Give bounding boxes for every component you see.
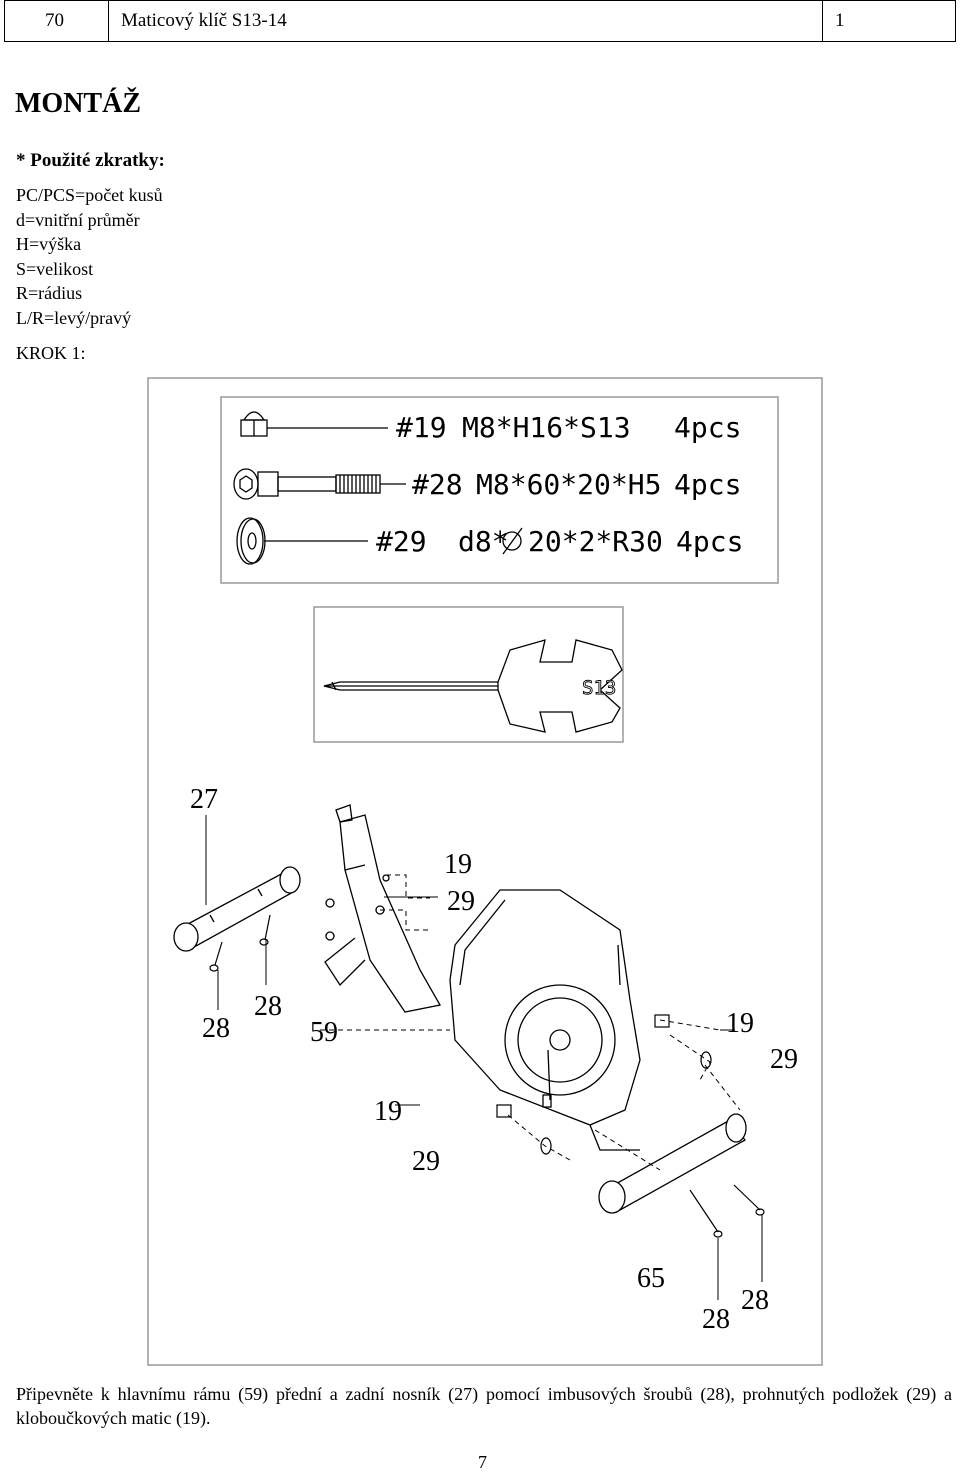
- instruction-text: Připevněte k hlavnímu rámu (59) přední a…: [16, 1384, 952, 1428]
- abbr-item: d=vnitřní průměr: [16, 209, 140, 230]
- bolt-28: [209, 914, 271, 972]
- header-table: 70 Maticový klíč S13-14 1: [4, 0, 956, 42]
- cap-nut-icon: [240, 411, 388, 437]
- callout-28: 28: [254, 991, 282, 1022]
- header-product: Maticový klíč S13-14: [109, 1, 823, 41]
- abbr-item: L/R=levý/pravý: [16, 307, 132, 328]
- cap-nut-19: [496, 1014, 670, 1118]
- callout-65: 65: [637, 1263, 665, 1294]
- callout-19: 19: [374, 1096, 402, 1127]
- callout-28: 28: [702, 1304, 730, 1335]
- part-29-code: #29: [376, 525, 427, 558]
- part-28-qty: 4pcs: [674, 468, 741, 501]
- header-sheet: 1: [835, 10, 845, 31]
- allen-bolt-icon: [233, 468, 406, 500]
- parts-box: [220, 396, 779, 584]
- main-frame: [324, 804, 442, 1013]
- abbr-item: R=rádius: [16, 283, 83, 303]
- curved-washer-icon: [236, 517, 368, 565]
- callout-29: 29: [770, 1044, 798, 1075]
- callout-28: 28: [202, 1013, 230, 1044]
- callout-19: 19: [444, 849, 472, 880]
- abbr-item: H=výška: [16, 234, 82, 254]
- assembly-guides: [320, 874, 741, 1171]
- part-19-code: #19: [396, 411, 447, 444]
- bolt-28: [689, 1184, 765, 1238]
- callout-59: 59: [310, 1017, 338, 1048]
- part-28-code: #28: [412, 468, 463, 501]
- part-29-spec: d8*: [458, 525, 509, 558]
- part-29-qty: 4pcs: [676, 525, 743, 558]
- abbreviations-list: PC/PCS=počet kusů d=vnitřní průměr H=výš…: [16, 183, 163, 330]
- washer-29: [540, 1051, 712, 1155]
- abbreviations-heading: * Použité zkratky:: [16, 150, 165, 171]
- diameter-icon: [502, 527, 523, 555]
- part-19-spec: M8*H16*S13: [462, 411, 631, 444]
- tool-size-label: S13: [582, 677, 616, 699]
- part-28-spec: M8*60*20*H5: [476, 468, 661, 501]
- page-number: 7: [478, 1452, 487, 1472]
- callout-29: 29: [412, 1146, 440, 1177]
- abbr-item: PC/PCS=počet kusů: [16, 185, 163, 205]
- wrench-tool-icon: [323, 639, 623, 733]
- diagram-frame: [147, 377, 823, 1366]
- callout-19: 19: [726, 1008, 754, 1039]
- tool-box: [313, 606, 624, 743]
- rear-stabilizer: [173, 866, 301, 952]
- header-page: 70: [5, 1, 109, 41]
- step-label: KROK 1:: [16, 343, 86, 363]
- flywheel-housing: [449, 889, 641, 1151]
- part-19-qty: 4pcs: [674, 411, 741, 444]
- leader-lines: [205, 815, 763, 1300]
- page-title: MONTÁŽ: [15, 88, 141, 119]
- part-29-spec2: 20*2*R30: [528, 525, 663, 558]
- callout-28: 28: [741, 1285, 769, 1316]
- abbr-item: S=velikost: [16, 258, 94, 279]
- callout-27: 27: [190, 784, 218, 815]
- front-stabilizer: [598, 1113, 747, 1214]
- callout-29: 29: [447, 886, 475, 917]
